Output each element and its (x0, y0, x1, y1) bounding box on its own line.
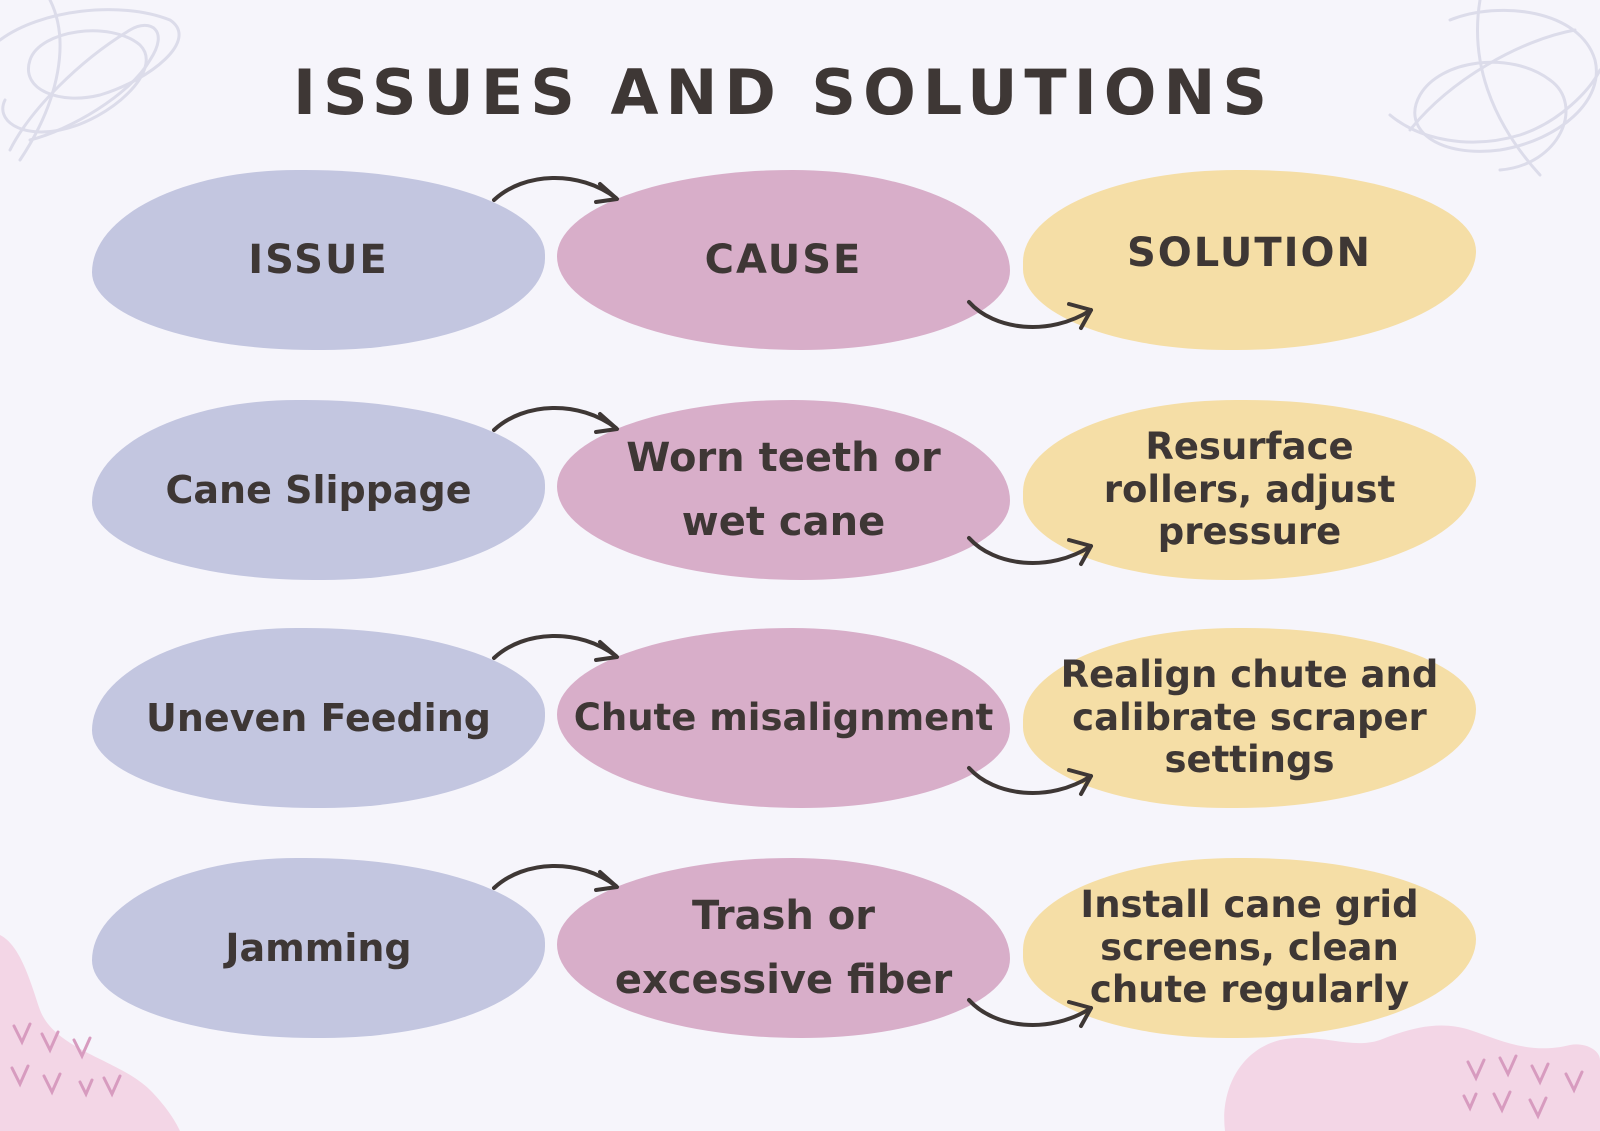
solution-text-2: Realign chute and calibrate scraper sett… (1060, 652, 1439, 782)
cause-text-2: Chute misalignment (573, 696, 994, 740)
pink-blob-decoration-left (0, 935, 180, 1131)
cause-cell-1: Worn teeth or wet cane (557, 400, 1010, 580)
issue-cell-2: Uneven Feeding (92, 628, 545, 808)
issue-cell-1: Cane Slippage (92, 400, 545, 580)
cause-cell-3: Trash or excessive fiber (557, 858, 1010, 1038)
issue-header-label: ISSUE (248, 237, 389, 283)
cause-header-label: CAUSE (704, 237, 863, 283)
solution-text-1: Resurface rollers, adjust pressure (1103, 424, 1396, 554)
solution-cell-1: Resurface rollers, adjust pressure (1023, 400, 1476, 580)
cause-text-1: Worn teeth or wet cane (626, 435, 941, 545)
curved-arrow-icon (967, 536, 1093, 566)
scribble-top-right (1388, 0, 1600, 177)
curved-arrow-icon (967, 766, 1093, 796)
solution-text-3: Install cane grid screens, clean chute r… (1080, 882, 1419, 1012)
curved-arrow-icon (492, 175, 619, 204)
issue-text-2: Uneven Feeding (146, 695, 491, 740)
cause-cell-2: Chute misalignment (557, 628, 1010, 808)
pink-blob-decoration-right (1224, 1025, 1600, 1131)
solution-cell-3: Install cane grid screens, clean chute r… (1023, 858, 1476, 1038)
curved-arrow-icon (492, 633, 619, 662)
issue-header: ISSUE (92, 170, 545, 350)
cause-header: CAUSE (557, 170, 1010, 350)
page-title: ISSUES AND SOLUTIONS (292, 56, 1275, 129)
issue-text-3: Jamming (225, 925, 412, 970)
curved-arrow-icon (492, 863, 619, 892)
solution-header: SOLUTION (1023, 170, 1476, 350)
curved-arrow-icon (967, 300, 1093, 330)
cause-text-3: Trash or excessive fiber (614, 893, 953, 1003)
scribble-top-left (0, 0, 181, 162)
solution-header-label: SOLUTION (1126, 230, 1372, 276)
issue-cell-3: Jamming (92, 858, 545, 1038)
solution-cell-2: Realign chute and calibrate scraper sett… (1023, 628, 1476, 808)
curved-arrow-icon (492, 405, 619, 434)
issue-text-1: Cane Slippage (165, 467, 472, 512)
curved-arrow-icon (967, 998, 1093, 1028)
